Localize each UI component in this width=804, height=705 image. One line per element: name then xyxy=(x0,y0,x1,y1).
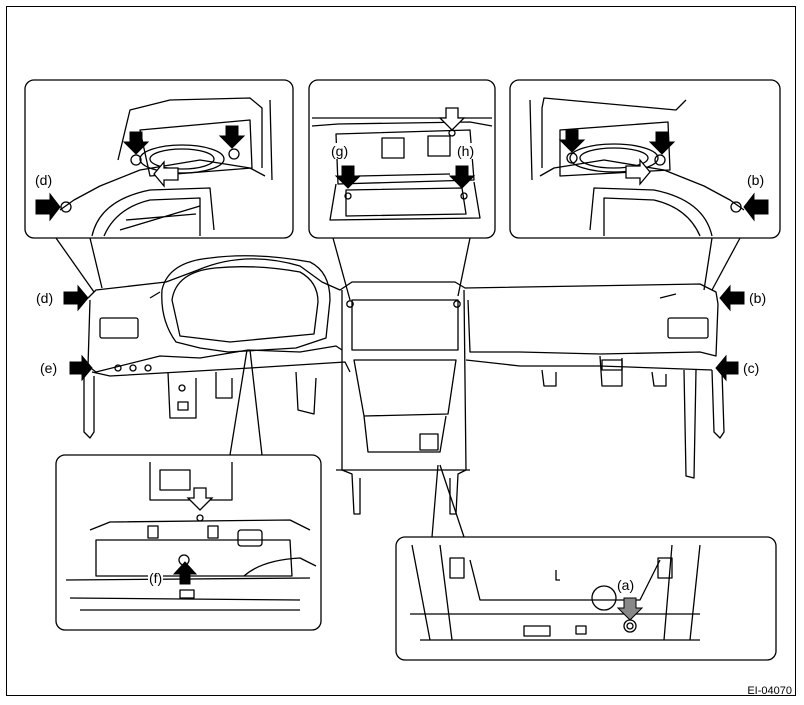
meter-bottom-detail xyxy=(65,462,317,611)
callout-c: (c) xyxy=(742,360,761,376)
callout-b-detail: (b) xyxy=(746,172,766,188)
callout-f: (f) xyxy=(148,570,164,586)
callout-h: (h) xyxy=(456,143,476,159)
detail-panel-right-speaker xyxy=(509,79,781,239)
arrow-h xyxy=(448,165,476,189)
arrow-hollow-center-top xyxy=(438,107,466,131)
arrow-d-detail xyxy=(35,192,61,222)
arrow-c-main xyxy=(715,354,739,382)
arrow-speaker-left-2 xyxy=(218,125,246,149)
detail-panel-left-speaker xyxy=(24,79,294,239)
figure-frame xyxy=(6,6,796,696)
arrow-speaker-left-1 xyxy=(122,131,150,155)
arrow-a-gray xyxy=(616,597,644,621)
detail-panel-center-top xyxy=(308,79,496,239)
arrow-speaker-right-2 xyxy=(648,131,676,155)
callout-b-main: (b) xyxy=(748,290,768,306)
callout-d-main: (d) xyxy=(35,290,55,306)
right-speaker-detail xyxy=(529,97,745,237)
left-speaker-detail xyxy=(59,97,273,237)
figure-id: EI-04070 xyxy=(747,685,792,697)
detail-panel-meter-bottom xyxy=(55,454,322,631)
arrow-b-main xyxy=(719,284,745,312)
arrow-f xyxy=(172,561,198,585)
arrow-g xyxy=(334,165,362,189)
main-instrument-panel xyxy=(83,255,725,515)
callout-a: (a) xyxy=(616,577,636,593)
callout-d-detail: (d) xyxy=(34,172,54,188)
arrow-b-detail xyxy=(743,192,769,222)
arrow-e-main xyxy=(69,354,93,382)
center-top-detail xyxy=(311,117,493,221)
detail-panel-center-bottom xyxy=(395,536,777,661)
callout-g: (g) xyxy=(330,143,350,159)
arrow-speaker-right-1 xyxy=(558,129,586,153)
hollow-arrows xyxy=(153,107,651,511)
arrow-hollow-meter xyxy=(186,487,214,511)
arrow-markers xyxy=(35,125,769,585)
arrow-hollow-right-speaker xyxy=(625,158,651,186)
callout-e: (e) xyxy=(39,360,59,376)
arrow-hollow-left-speaker xyxy=(153,160,179,188)
arrow-d-main xyxy=(63,284,89,312)
center-bottom-detail xyxy=(410,544,701,641)
